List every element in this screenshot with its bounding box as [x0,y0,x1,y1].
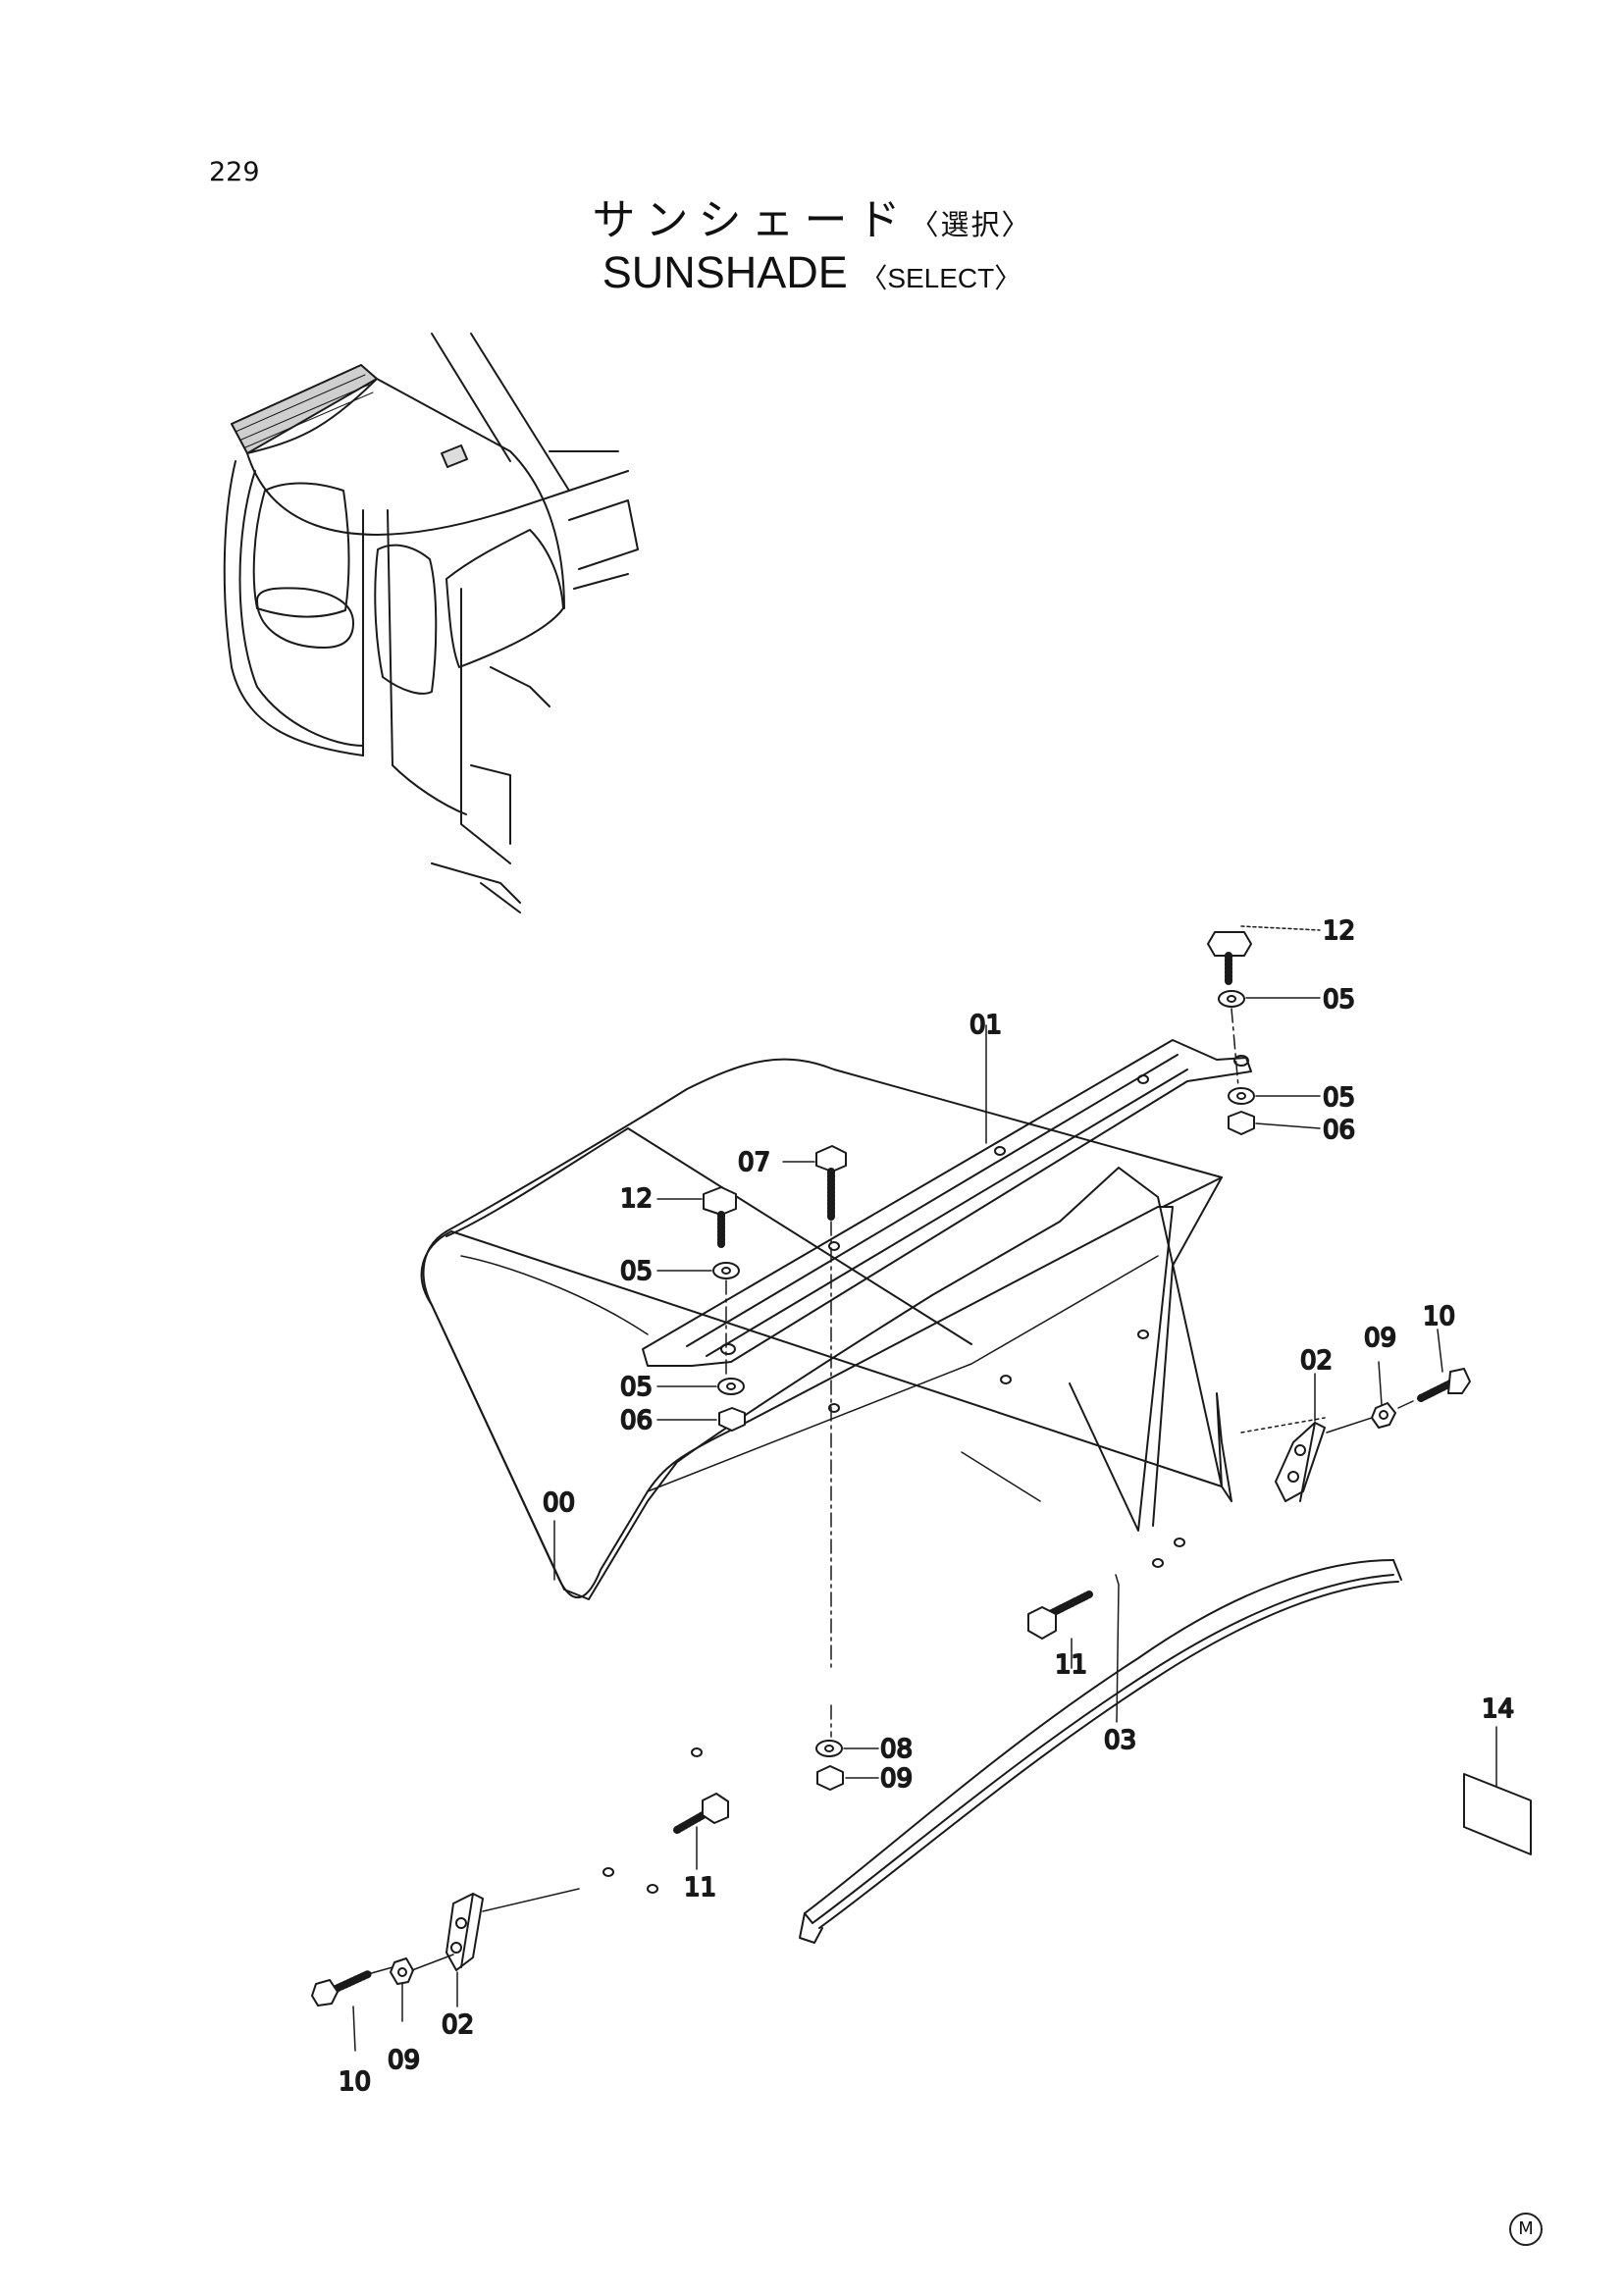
callout-09-left: 09 [388,2046,420,2075]
nut-09-left [390,1957,414,1985]
bolt-12-right [1207,931,1252,985]
title-english: SUNSHADE 〈SELECT〉 [0,247,1624,298]
page-number: 229 [209,157,260,187]
washer-05-left-bottom [717,1378,745,1395]
callout-00: 00 [543,1488,575,1518]
callout-08: 08 [880,1735,913,1764]
callout-06-right: 06 [1323,1116,1355,1145]
seal-strip-03 [799,1559,1402,1944]
callout-05-mid-right: 05 [1323,1083,1355,1113]
washer-05-top-right [1218,990,1245,1008]
title-english-sub: 〈SELECT〉 [860,263,1022,293]
callout-02-right: 02 [1300,1346,1333,1376]
callout-05-left-bottom: 05 [620,1373,653,1402]
callout-05-left-top: 05 [620,1257,653,1286]
callout-06-left: 06 [620,1406,653,1435]
bolt-11-right [1027,1590,1093,1640]
callout-02-left: 02 [442,2010,474,2040]
callout-11-right: 11 [1055,1650,1087,1680]
callout-12-right: 12 [1323,916,1355,946]
leader-lines [352,925,1497,2052]
alignment-lines [367,1008,1414,1975]
nut-09-center [816,1765,844,1791]
decal-14 [1463,1773,1532,1855]
title-japanese-main: サンシェード [592,195,911,245]
callout-01: 01 [969,1011,1002,1040]
callout-03: 03 [1104,1726,1136,1755]
washer-08 [815,1740,843,1757]
title-english-main: SUNSHADE [602,247,848,297]
bracket-02-left [445,1893,484,1971]
callout-07: 07 [738,1148,770,1177]
bolt-07 [815,1145,847,1221]
bolt-11-left [673,1793,729,1834]
nut-06-left [718,1407,746,1432]
bolt-10-left [311,1970,372,2007]
callout-09-right: 09 [1364,1324,1396,1353]
callout-11-left: 11 [684,1873,716,1903]
washer-05-left-top [712,1262,740,1279]
bolt-10-right [1417,1368,1471,1402]
corner-mark: M [1509,2213,1543,2246]
bolt-12-left [703,1186,737,1248]
callout-14: 14 [1482,1694,1514,1724]
nut-09-right [1371,1402,1396,1429]
callout-05-top-right: 05 [1323,985,1355,1015]
cab-location-sketch [223,333,639,913]
bracket-02-right [1275,1422,1326,1502]
callout-09-center: 09 [880,1764,913,1794]
callout-12-left: 12 [620,1184,653,1214]
rail-bracket-01 [642,1039,1252,1367]
callout-labels: 12 05 05 06 01 07 12 05 05 06 00 02 09 1… [338,915,1515,2098]
title-japanese-sub: 〈選択〉 [910,208,1032,241]
washer-05-mid-right [1228,1087,1255,1105]
title-japanese: サンシェード〈選択〉 [0,184,1624,247]
nut-06-right [1228,1111,1255,1135]
callout-10-right: 10 [1423,1302,1455,1331]
callout-10-left: 10 [339,2067,371,2097]
